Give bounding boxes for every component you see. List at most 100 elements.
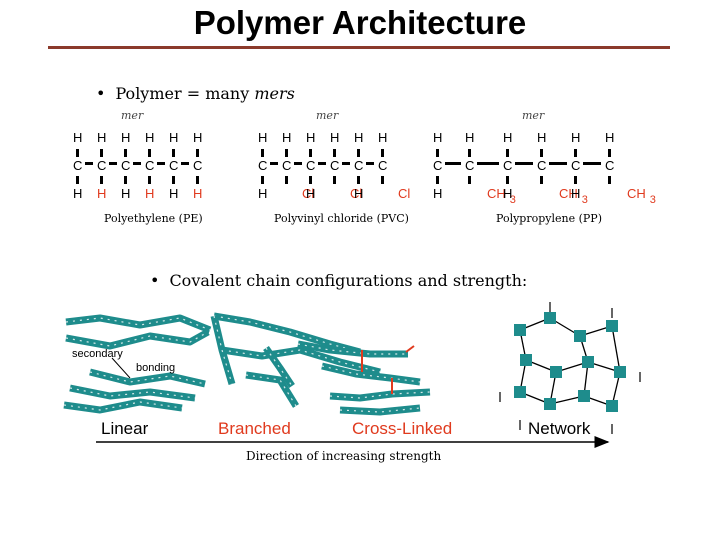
branched-main-chain-segments — [213, 315, 361, 353]
network-node — [544, 398, 556, 410]
bond-horizontal — [157, 162, 165, 165]
branched-main-chain-segments — [221, 349, 381, 373]
carbon-atom: C — [306, 158, 316, 173]
bond-vertical — [608, 176, 611, 184]
hydrogen-atom-top: H — [330, 130, 340, 145]
network-node — [574, 330, 586, 342]
carbon-atom: C — [121, 158, 131, 173]
hydrogen-atom-top: H — [97, 130, 107, 145]
crosslinked-chain-segments — [321, 365, 421, 383]
bond-horizontal — [270, 162, 278, 165]
branched-chains-illustration — [210, 312, 381, 408]
carbon-atom: C — [537, 158, 547, 173]
bond-horizontal — [85, 162, 93, 165]
mer-label: mer — [121, 109, 144, 122]
network-node — [614, 366, 626, 378]
network-bond — [611, 325, 621, 373]
linear-chain-segments — [89, 371, 206, 385]
bond-vertical — [540, 176, 543, 184]
bond-horizontal — [133, 162, 141, 165]
branched-side-chain — [210, 315, 236, 385]
hydrogen-atom-bottom: H — [121, 186, 131, 201]
bond-horizontal — [109, 162, 117, 165]
bond-horizontal — [445, 162, 461, 165]
hydrogen-atom-bottom: H — [433, 186, 443, 201]
hydrogen-atom-bottom: H — [193, 186, 203, 201]
linear-chain — [69, 384, 196, 402]
branched-side-chain — [245, 371, 299, 408]
bond-vertical — [261, 176, 264, 184]
carbon-atom: C — [169, 158, 179, 173]
bullet-text: Polymer = many — [115, 84, 255, 103]
bullet-dot: • — [150, 271, 160, 290]
crosslinked-chain — [339, 404, 421, 416]
bullet-text: Covalent chain configurations and streng… — [169, 271, 528, 290]
hydrogen-atom-top: H — [571, 130, 581, 145]
bond-horizontal — [549, 162, 567, 165]
hydrogen-atom-top: H — [354, 130, 364, 145]
bond-vertical — [333, 149, 336, 157]
mer-label: mer — [316, 109, 339, 122]
network-node — [578, 390, 590, 402]
bond-horizontal — [294, 162, 302, 165]
bond-horizontal — [318, 162, 326, 165]
bullet-dot: • — [96, 84, 106, 103]
molecule-caption: Polyvinyl chloride (PVC) — [274, 212, 409, 225]
hydrogen-atom-top: H — [193, 130, 203, 145]
cross-linked-chains-illustration — [297, 340, 431, 416]
hydrogen-atom-top: H — [73, 130, 83, 145]
linear-chain — [65, 328, 210, 350]
bond-horizontal — [366, 162, 374, 165]
methyl-subscript: 3 — [509, 194, 516, 206]
bond-vertical — [309, 176, 312, 184]
bond-vertical — [196, 149, 199, 157]
bond-vertical — [172, 149, 175, 157]
network-node — [514, 324, 526, 336]
bond-vertical — [608, 149, 611, 157]
secondary-label: secondary — [72, 348, 123, 360]
bond-vertical — [196, 176, 199, 184]
bond-vertical — [76, 176, 79, 184]
carbon-atom: C — [330, 158, 340, 173]
hydrogen-atom-top: H — [282, 130, 292, 145]
bond-vertical — [124, 149, 127, 157]
hydrogen-atom-top: H — [503, 130, 513, 145]
hydrogen-atom-top: H — [378, 130, 388, 145]
bond-vertical — [357, 176, 360, 184]
bullet-emphasis: mers — [254, 84, 295, 103]
methyl-subscript: 3 — [581, 194, 588, 206]
hydrogen-atom-top: H — [433, 130, 443, 145]
network-node — [606, 400, 618, 412]
bullet-polymer-definition: • Polymer = many mers — [96, 84, 295, 103]
carbon-atom: C — [145, 158, 155, 173]
bonding-pointer — [111, 357, 131, 379]
network-node — [544, 312, 556, 324]
bond-vertical — [333, 176, 336, 184]
hydrogen-atom-top: H — [306, 130, 316, 145]
carbon-atom: C — [433, 158, 443, 173]
bond-vertical — [285, 176, 288, 184]
bond-vertical — [436, 149, 439, 157]
network-node — [550, 366, 562, 378]
bond-vertical — [100, 149, 103, 157]
hydrogen-atom-bottom: H — [73, 186, 83, 201]
bond-vertical — [172, 176, 175, 184]
network-node — [582, 356, 594, 368]
carbon-atom: C — [354, 158, 364, 173]
bond-vertical — [261, 149, 264, 157]
category-cross-linked: Cross-Linked — [352, 419, 453, 438]
hydrogen-atom-bottom: H — [306, 186, 316, 201]
hydrogen-atom-bottom: H — [258, 186, 268, 201]
bond-vertical — [468, 149, 471, 157]
category-network: Network — [528, 419, 591, 438]
bond-horizontal — [477, 162, 499, 165]
molecule-caption: Polyethylene (PE) — [104, 212, 203, 225]
bond-horizontal — [515, 162, 533, 165]
chlorine-atom: Cl — [350, 186, 363, 201]
carbon-atom: C — [503, 158, 513, 173]
crosslinked-chain-segments — [297, 343, 408, 355]
carbon-atom: C — [571, 158, 581, 173]
bond-vertical — [148, 149, 151, 157]
hydrogen-atom-top: H — [537, 130, 547, 145]
